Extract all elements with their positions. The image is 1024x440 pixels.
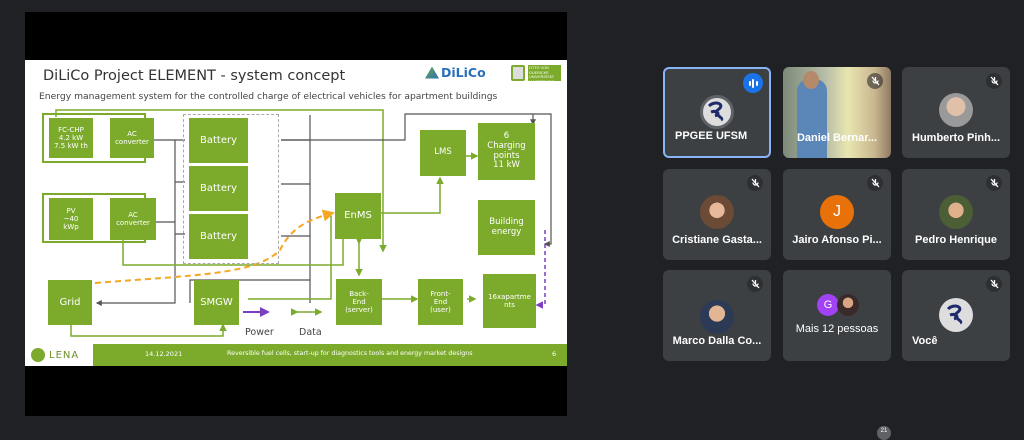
lena-logo: LENA — [25, 344, 93, 366]
participant-tile[interactable]: J Jairo Afonso Pi... — [783, 169, 891, 260]
participant-tile-overflow[interactable]: G Mais 12 pessoas — [783, 270, 891, 361]
participant-tile[interactable]: Cristiane Gasta... — [663, 169, 771, 260]
wire-smgw-enms — [248, 216, 332, 300]
avatar — [700, 300, 734, 334]
wire-grid-bus — [95, 236, 176, 306]
speaking-indicator-icon — [743, 73, 763, 93]
legend-data-label: Data — [299, 327, 322, 338]
block-pv: PV ~40 kWp — [49, 198, 93, 240]
avatar — [700, 95, 734, 129]
slide-subtitle: Energy management system for the control… — [39, 91, 498, 102]
avatar: G — [817, 294, 839, 316]
participant-tile[interactable]: Marco Dalla Co... — [663, 270, 771, 361]
presentation-slide: DiLiCo Project ELEMENT - system concept … — [25, 60, 567, 366]
dilico-logo: DiLiCo — [425, 65, 486, 80]
battery-group-frame — [183, 114, 279, 264]
ppgee-logo-icon — [707, 101, 724, 122]
video-feed-head — [803, 71, 819, 89]
avatar: J — [820, 195, 854, 229]
block-battery-1: Battery — [189, 118, 248, 163]
block-lms: LMS — [420, 130, 466, 176]
university-portrait-icon — [511, 65, 525, 81]
block-enms: EnMS — [335, 193, 381, 239]
block-fc-chp: FC-CHP 4.2 kW 7.5 kW th — [49, 118, 93, 158]
wire-top-gray — [281, 113, 552, 247]
block-apartments: 16xapartme nts — [483, 274, 536, 328]
block-battery-2: Battery — [189, 166, 248, 211]
mic-off-icon — [747, 276, 763, 292]
participant-name: Jairo Afonso Pi... — [792, 234, 882, 246]
avatar — [700, 195, 734, 229]
mic-off-icon — [986, 276, 1002, 292]
mic-off-icon — [986, 175, 1002, 191]
participant-name: Pedro Henrique — [915, 234, 997, 246]
participant-name: Daniel Bernar... — [796, 132, 878, 144]
footer-description: Reversible fuel cells, start-up for diag… — [227, 350, 473, 357]
video-feed — [797, 79, 827, 158]
block-ac-converter-2: AC converter — [110, 198, 156, 240]
participant-tile[interactable]: Você — [902, 270, 1010, 361]
mic-off-icon — [747, 175, 763, 191]
block-front-end: Front- End (user) — [418, 279, 463, 325]
block-charging-points: 6 Charging points 11 kW — [478, 123, 535, 180]
participant-name: Marco Dalla Co... — [672, 335, 762, 347]
footer-date: 14.12.2021 — [145, 350, 183, 358]
wire-building-apartments — [535, 230, 546, 309]
participants-count-badge[interactable]: 21 — [877, 426, 891, 440]
block-building-energy: Building energy — [478, 200, 535, 255]
wire-enms-lms — [355, 176, 444, 217]
avatar — [939, 195, 973, 229]
participant-tile[interactable]: PPGEE UFSM — [663, 67, 771, 158]
participant-tile[interactable]: Pedro Henrique — [902, 169, 1010, 260]
participant-name: Você — [912, 335, 938, 347]
legend-power-label: Power — [245, 327, 274, 338]
mic-off-icon — [867, 175, 883, 191]
avatar — [939, 93, 973, 127]
slide-footer: LENA 14.12.2021 Reversible fuel cells, s… — [25, 344, 567, 366]
participant-tile[interactable]: Daniel Bernar... — [783, 67, 891, 158]
participant-name: Mais 12 pessoas — [795, 323, 879, 335]
mic-off-icon — [986, 73, 1002, 89]
ppgee-logo-icon — [946, 304, 963, 325]
dilico-logo-text: DiLiCo — [441, 65, 486, 80]
mic-off-icon — [867, 73, 883, 89]
lena-logo-text: LENA — [49, 349, 80, 361]
participant-tile[interactable]: Humberto Pinh... — [902, 67, 1010, 158]
participant-name: PPGEE UFSM — [675, 130, 748, 142]
block-smgw: SMGW — [194, 280, 239, 325]
slide-title: DiLiCo Project ELEMENT - system concept — [43, 68, 346, 84]
university-logo: OTTO VON GUERICKE UNIVERSITÄT MAGDEBURG — [511, 64, 561, 84]
lena-logo-icon — [31, 348, 45, 362]
participant-name: Humberto Pinh... — [912, 132, 1000, 144]
block-ac-converter-1: AC converter — [110, 118, 154, 158]
block-back-end: Back- End (server) — [336, 279, 382, 325]
wire-grid-smgw — [70, 323, 227, 337]
avatar — [939, 298, 973, 332]
participant-name: Cristiane Gasta... — [672, 234, 762, 246]
avatar — [837, 294, 859, 316]
university-logo-text: OTTO VON GUERICKE UNIVERSITÄT MAGDEBURG — [528, 65, 561, 84]
footer-page-number: 6 — [552, 350, 557, 358]
block-battery-3: Battery — [189, 214, 248, 259]
block-grid: Grid — [48, 280, 92, 325]
diagram-connections — [55, 109, 552, 337]
